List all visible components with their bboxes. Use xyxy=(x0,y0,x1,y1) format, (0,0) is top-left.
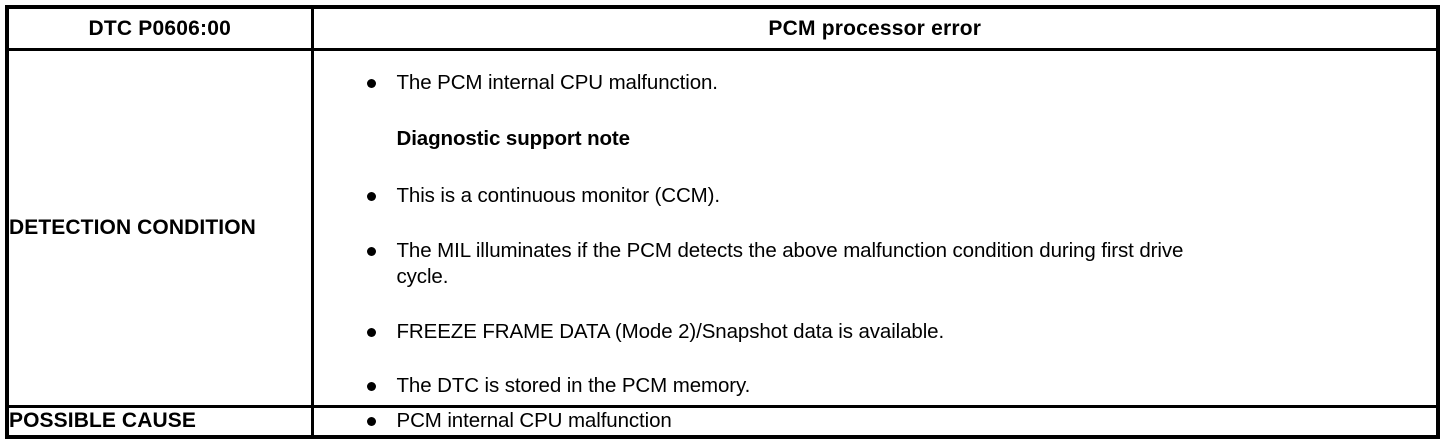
bullet-dot-icon xyxy=(366,417,376,427)
list-item-text-line-1: The MIL illuminates if the PCM detects t… xyxy=(396,238,1184,262)
list-item: The DTC is stored in the PCM memory. xyxy=(314,373,1437,399)
fault-name-cell: PCM processor error xyxy=(310,5,1440,51)
dtc-code-text: DTC P0606:00 xyxy=(88,16,231,40)
list-item: PCM internal CPU malfunction xyxy=(314,408,1437,434)
list-item: The PCM internal CPU malfunction. xyxy=(314,70,1437,96)
list-item-text: The PCM internal CPU malfunction. xyxy=(396,70,719,94)
list-item-text: PCM internal CPU malfunction xyxy=(396,409,672,433)
detection-condition-label-cell: DETECTION CONDITION xyxy=(5,47,314,408)
possible-cause-content-cell: PCM internal CPU malfunction xyxy=(310,404,1440,439)
bullet-dot-icon xyxy=(366,381,376,391)
list-item: FREEZE FRAME DATA (Mode 2)/Snapshot data… xyxy=(314,319,1437,345)
possible-cause-row: POSSIBLE CAUSE PCM internal CPU malfunct… xyxy=(5,404,1440,439)
detection-condition-row: DETECTION CONDITION The PCM internal CPU… xyxy=(5,47,1440,408)
list-item: This is a continuous monitor (CCM). xyxy=(314,183,1437,209)
spacer xyxy=(314,96,1437,126)
diagnostic-support-note-heading: Diagnostic support note xyxy=(396,126,631,150)
list-item-text: The DTC is stored in the PCM memory. xyxy=(396,373,751,397)
spacer-top xyxy=(314,57,1437,70)
spacer xyxy=(314,209,1437,238)
bullet-dot-icon xyxy=(366,327,376,337)
fault-name-text: PCM processor error xyxy=(768,16,982,40)
list-item-text: FREEZE FRAME DATA (Mode 2)/Snapshot data… xyxy=(396,319,945,343)
list-item-text-line-2: cycle. xyxy=(396,264,449,288)
spacer xyxy=(314,345,1437,373)
table-header-row: DTC P0606:00 PCM processor error xyxy=(5,5,1440,51)
possible-cause-label: POSSIBLE CAUSE xyxy=(9,409,196,433)
spacer xyxy=(314,290,1437,319)
list-item: The MIL illuminates if the PCM detects t… xyxy=(314,238,1437,290)
dtc-diagnostic-table: DTC P0606:00 PCM processor error DETECTI… xyxy=(5,5,1440,439)
bullet-dot-icon xyxy=(366,78,376,88)
possible-cause-label-cell: POSSIBLE CAUSE xyxy=(5,404,314,439)
list-item-text: This is a continuous monitor (CCM). xyxy=(396,183,721,207)
bullet-dot-icon xyxy=(366,191,376,201)
detection-condition-bullet-list: The PCM internal CPU malfunction. Diagno… xyxy=(314,57,1437,399)
detection-condition-label: DETECTION CONDITION xyxy=(9,215,256,239)
dtc-table-container: DTC P0606:00 PCM processor error DETECTI… xyxy=(5,5,1440,439)
dtc-code-cell: DTC P0606:00 xyxy=(5,5,314,51)
spacer xyxy=(314,152,1437,183)
detection-condition-content-cell: The PCM internal CPU malfunction. Diagno… xyxy=(310,47,1440,408)
bullet-dot-icon xyxy=(366,246,376,256)
possible-cause-bullet-list: PCM internal CPU malfunction xyxy=(314,408,1437,434)
